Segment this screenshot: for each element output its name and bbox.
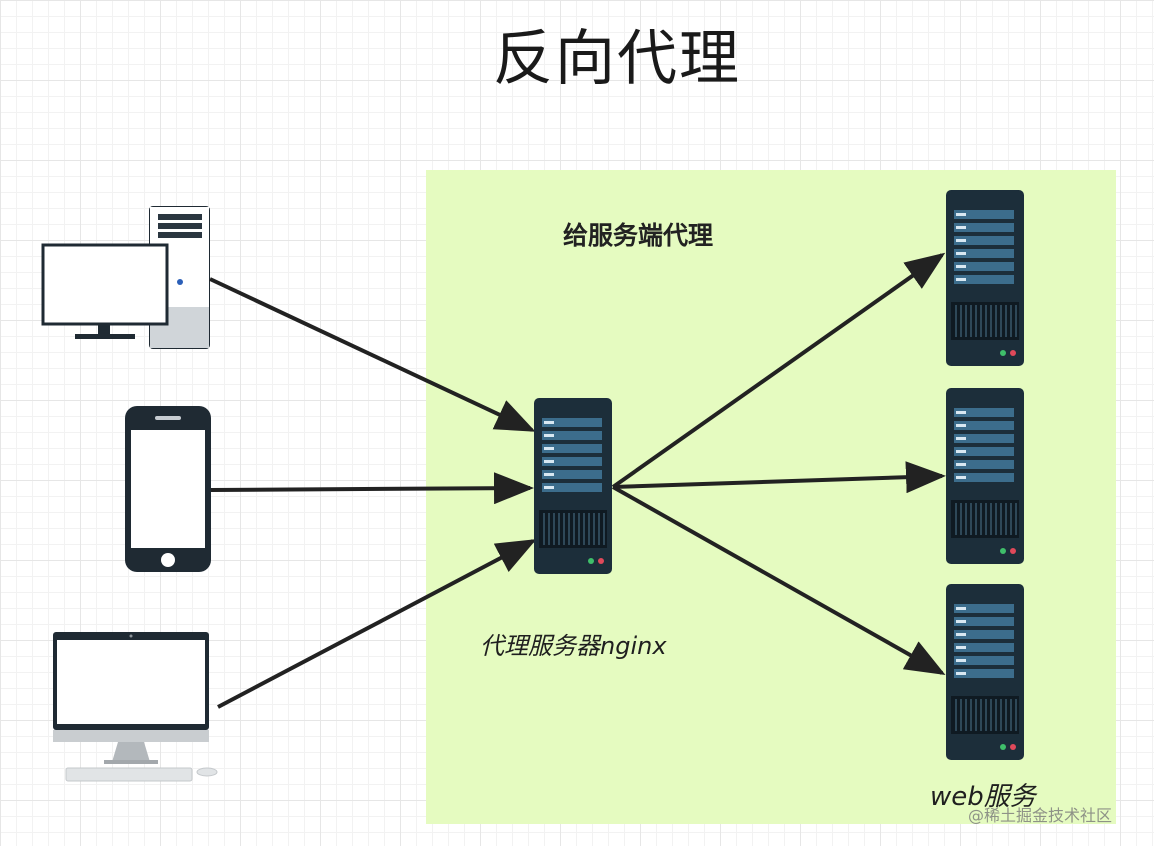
server-zone-label: 给服务端代理 — [563, 221, 714, 250]
arrow-desktop-to-proxy — [209, 277, 536, 432]
arrow-imac-to-proxy — [217, 539, 537, 709]
arrow-proxy-to-web-3 — [612, 485, 946, 675]
proxy-server-label: 代理服务器nginx — [480, 632, 667, 660]
web-server-3-icon — [945, 583, 1025, 761]
imac-icon — [53, 632, 218, 782]
arrow-proxy-to-web-1 — [611, 252, 946, 489]
watermark-text: @稀土掘金技术社区 — [968, 806, 1113, 825]
smartphone-icon — [125, 406, 211, 572]
web-server-2-icon — [945, 387, 1025, 565]
web-servers-label: web服务 — [930, 782, 1036, 812]
desktop-pc-icon — [41, 206, 210, 349]
arrow-phone-to-proxy — [210, 472, 534, 505]
proxy-server-icon — [533, 397, 613, 575]
web-server-1-icon — [945, 189, 1025, 367]
arrow-proxy-to-web-2 — [612, 461, 946, 494]
page-title: 反向代理 — [493, 24, 741, 94]
